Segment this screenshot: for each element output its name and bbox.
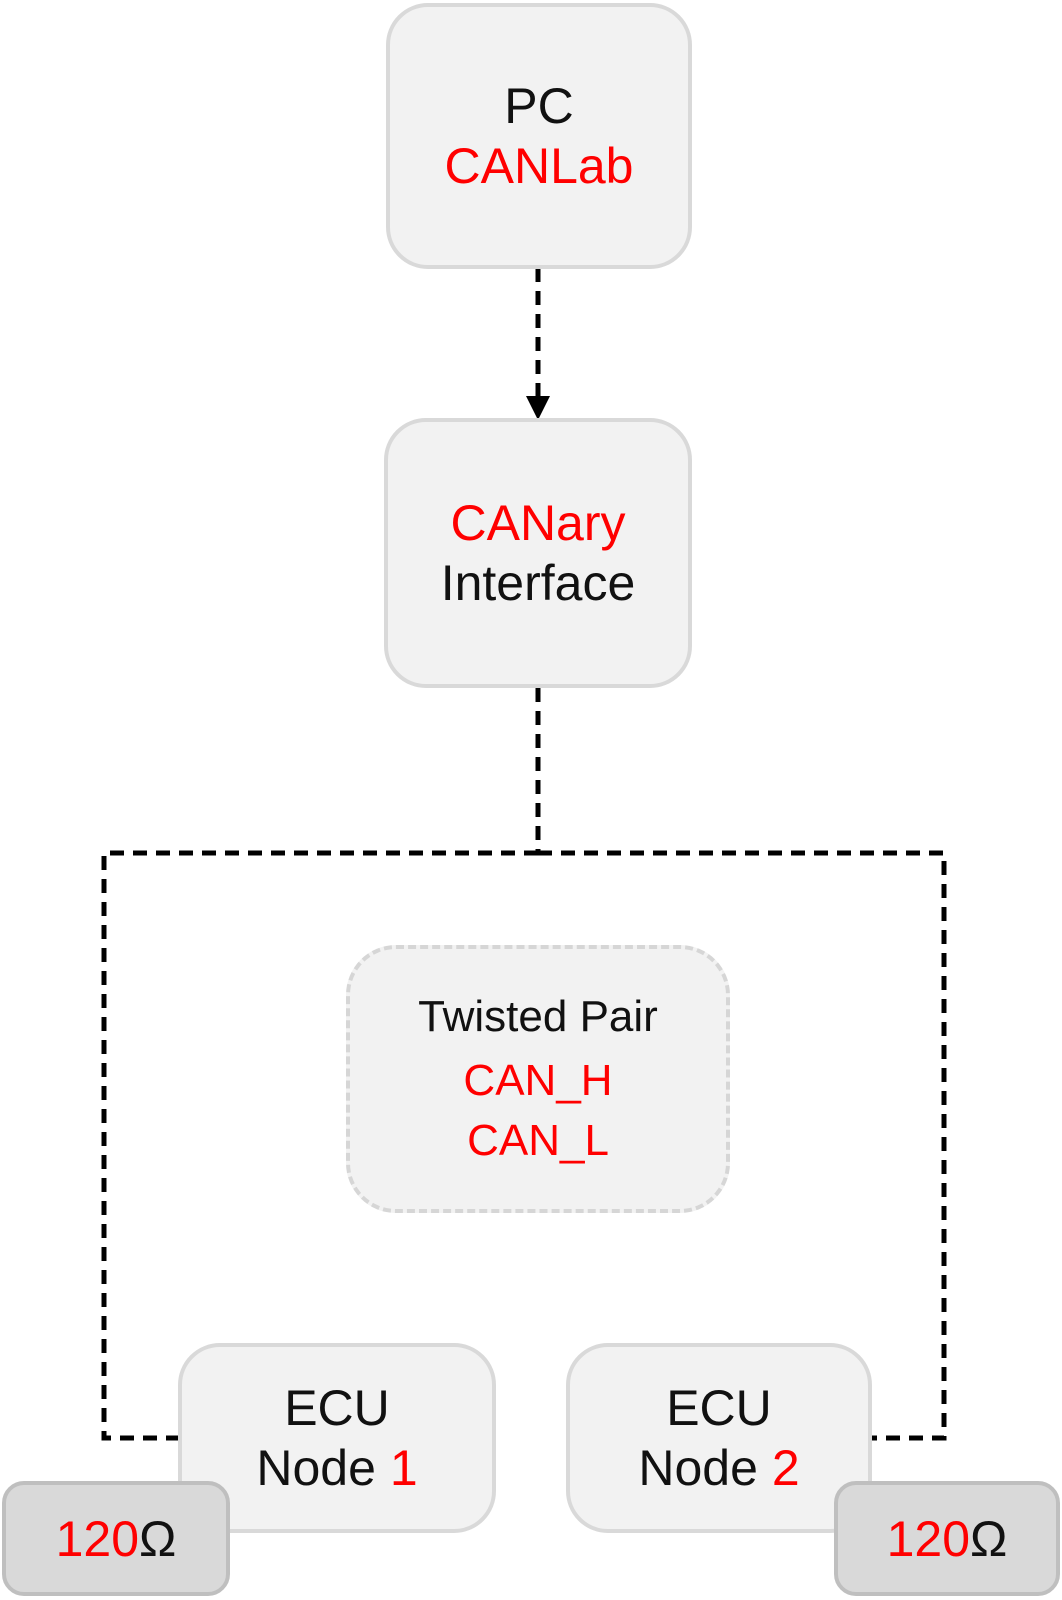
ecu-1-label: ECU <box>284 1380 390 1436</box>
resistor-2: 120Ω <box>834 1481 1060 1596</box>
node-1-number: 1 <box>389 1440 418 1496</box>
twisted-pair-box: Twisted Pair CAN_H CAN_L <box>346 945 730 1213</box>
resistor-2-unit: Ω <box>970 1510 1008 1567</box>
twisted-pair-title: Twisted Pair <box>418 992 658 1041</box>
node-2-number: 2 <box>771 1440 800 1496</box>
node-1-text: Node <box>256 1440 390 1496</box>
node-1-label: Node 1 <box>256 1438 417 1498</box>
resistor-2-value: 120 <box>886 1510 971 1567</box>
node-2-text: Node <box>638 1440 772 1496</box>
resistor-1: 120Ω <box>2 1481 230 1596</box>
resistor-1-value: 120 <box>55 1510 140 1567</box>
bus-left-branch <box>101 850 538 1441</box>
resistor-2-label: 120Ω <box>887 1509 1008 1569</box>
bus-right-branch <box>538 850 947 1441</box>
interface-box: CANary Interface <box>384 418 692 688</box>
can-h-label: CAN_H <box>463 1056 613 1105</box>
resistor-1-unit: Ω <box>139 1510 177 1567</box>
interface-label: Interface <box>440 555 636 611</box>
ecu-node-1-box: ECU Node 1 <box>178 1343 496 1533</box>
node-2-label: Node 2 <box>638 1438 799 1498</box>
ecu-node-2-box: ECU Node 2 <box>566 1343 872 1533</box>
canary-label: CANary <box>450 495 626 551</box>
canlab-label: CANLab <box>444 138 634 194</box>
resistor-1-label: 120Ω <box>56 1509 177 1569</box>
pc-label: PC <box>504 78 574 134</box>
ecu-2-label: ECU <box>666 1380 772 1436</box>
can-l-label: CAN_L <box>467 1116 609 1165</box>
pc-box: PC CANLab <box>386 3 692 269</box>
arrow-head-icon <box>526 396 550 420</box>
